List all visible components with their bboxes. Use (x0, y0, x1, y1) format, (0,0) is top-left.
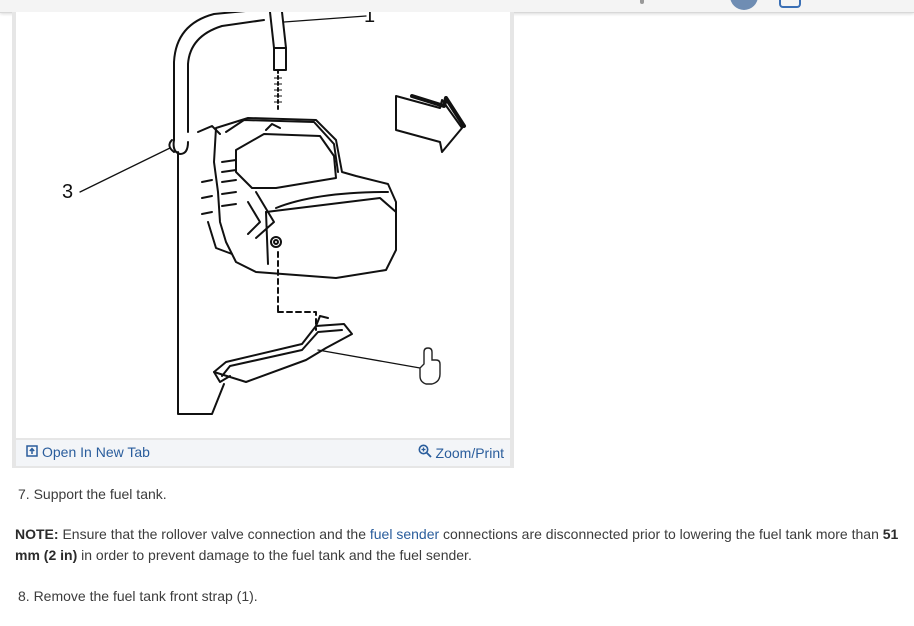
step-7-text: 7. Support the fuel tank. (18, 486, 167, 502)
zoom-icon (418, 444, 432, 461)
avatar[interactable] (730, 0, 758, 10)
open-in-new-tab-label: Open In New Tab (42, 444, 150, 460)
open-tab-icon (26, 444, 38, 460)
zoom-print-button[interactable]: Zoom/Print (418, 444, 504, 461)
hand-cursor-icon (419, 347, 441, 385)
callout-1: 1 (364, 12, 375, 27)
toolbar-marker (640, 0, 644, 4)
open-in-new-tab-button[interactable]: Open In New Tab (26, 444, 150, 460)
note-text-part-2: connections are disconnected prior to lo… (439, 526, 883, 542)
note-text-part-3: in order to prevent damage to the fuel t… (77, 547, 472, 563)
zoom-print-label: Zoom/Print (435, 444, 504, 461)
fuel-sender-link[interactable]: fuel sender (369, 526, 440, 542)
note-measurement: 51 mm (2 in) (15, 526, 899, 563)
fuel-tank-illustration[interactable]: 3 1 (16, 12, 510, 438)
figure-toolbar: Open In New Tab Zoom/Print (16, 440, 510, 466)
callout-3: 3 (62, 181, 73, 203)
note-paragraph: NOTE: Ensure that the rollover valve con… (15, 524, 905, 566)
step-8-text: 8. Remove the fuel tank front strap (1). (18, 588, 258, 604)
note-label: NOTE: (15, 526, 59, 542)
note-text-part-1: Ensure that the rollover valve connectio… (58, 526, 370, 542)
diagram-svg: 3 1 (62, 12, 466, 415)
chat-icon[interactable] (779, 0, 801, 8)
figure-container: 3 1 Open In New Tab Zoom/Print (12, 12, 514, 468)
